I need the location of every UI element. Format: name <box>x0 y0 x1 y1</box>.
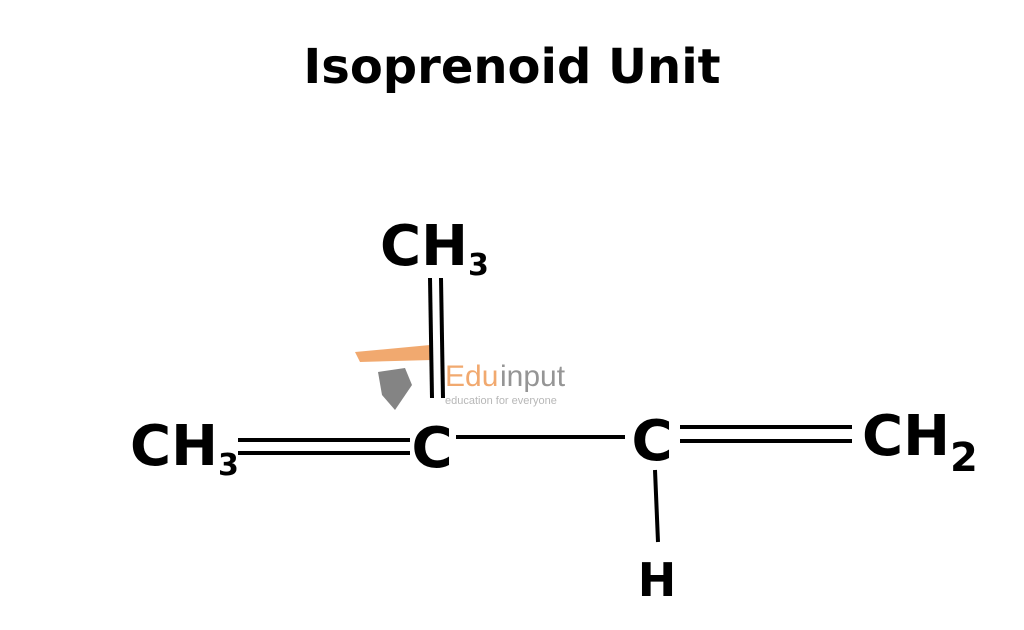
atom-c2: C <box>631 409 672 474</box>
watermark-logo: Edu input education for everyone <box>355 345 566 410</box>
watermark-brand-b: input <box>500 360 566 393</box>
watermark-tagline: education for everyone <box>445 395 557 407</box>
atom-c1: C <box>411 416 452 481</box>
watermark-tie-icon <box>378 368 412 410</box>
double-bond-top-b <box>439 277 445 399</box>
diagram-title: Isoprenoid Unit <box>303 39 720 95</box>
watermark-arrow-icon <box>355 345 432 362</box>
single-bond-h <box>653 469 660 543</box>
watermark-brand-a: Edu <box>445 360 498 393</box>
atom-top-ch3: CH3 <box>380 214 489 283</box>
atom-left-ch3: CH3 <box>130 414 239 483</box>
bonds <box>238 277 852 543</box>
atom-right-ch2: CH2 <box>862 404 978 481</box>
atom-h: H <box>638 553 677 607</box>
double-bond-top-a <box>428 277 434 399</box>
